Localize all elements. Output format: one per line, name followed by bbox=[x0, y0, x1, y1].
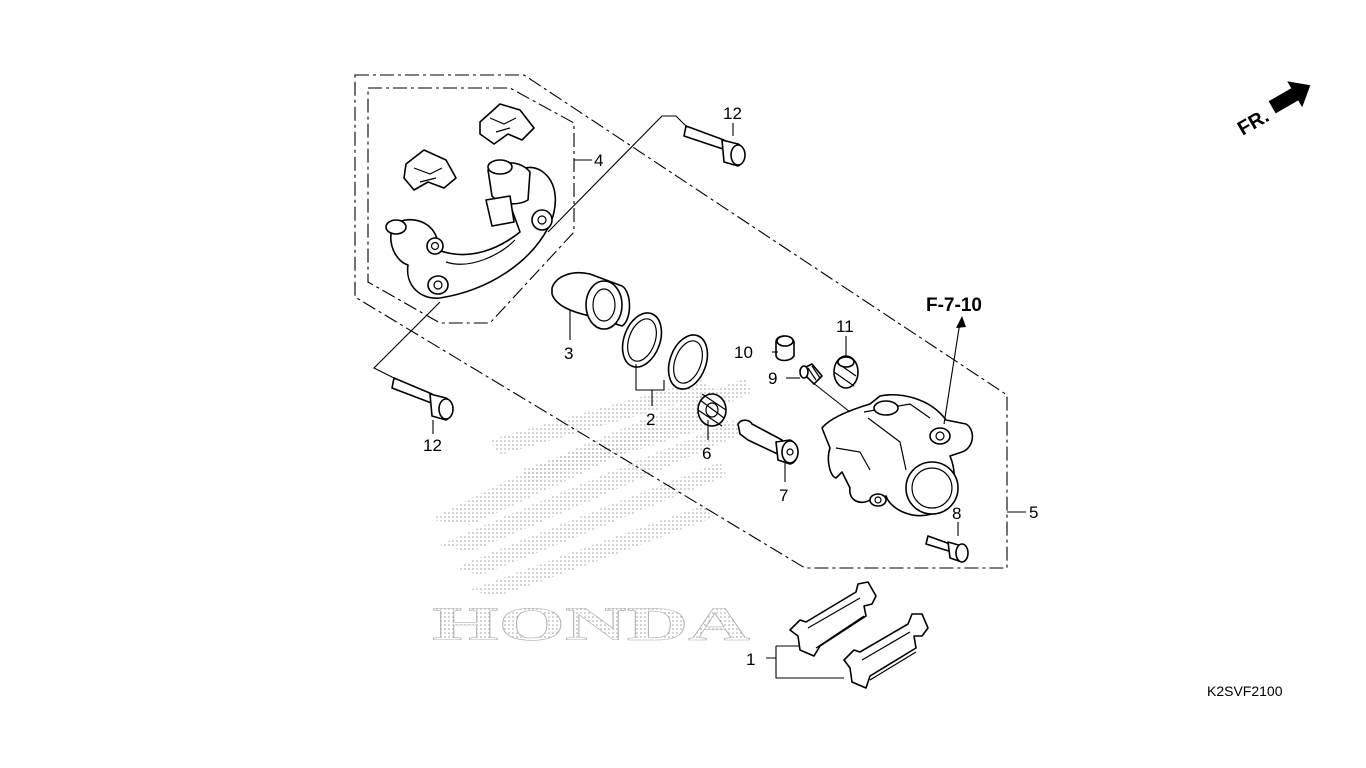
assembly-outline-5 bbox=[354, 74, 1008, 569]
callout-9: 9 bbox=[768, 369, 777, 388]
brake-pads bbox=[789, 581, 929, 689]
front-label: FR. bbox=[1234, 105, 1273, 140]
callout-labels: 4 12 12 3 2 6 7 10 9 11 8 5 1 F-7-10 bbox=[423, 104, 1038, 669]
rubber-boot bbox=[833, 355, 859, 389]
pad-spring-clips bbox=[403, 103, 535, 191]
watermark-text: HONDA bbox=[432, 598, 751, 651]
caliper-bracket bbox=[385, 159, 557, 299]
assembly-outline-4 bbox=[367, 87, 575, 324]
callout-5: 5 bbox=[1029, 503, 1038, 522]
front-arrow-icon bbox=[1268, 81, 1311, 114]
honda-watermark: HONDA bbox=[430, 378, 752, 651]
reference-label: F-7-10 bbox=[926, 295, 982, 316]
piston-seals bbox=[621, 312, 709, 390]
callout-11: 11 bbox=[836, 317, 854, 336]
bleeder-cap bbox=[775, 335, 795, 362]
caliper-pin bbox=[737, 419, 799, 465]
caliper-body bbox=[821, 394, 974, 517]
callout-10: 10 bbox=[734, 343, 753, 362]
callout-7: 7 bbox=[779, 486, 788, 505]
callout-2: 2 bbox=[646, 410, 655, 429]
diagram-code: K2SVF2100 bbox=[1207, 683, 1283, 699]
leader-lines bbox=[373, 115, 1026, 679]
reference-arrow-icon bbox=[956, 316, 966, 328]
callout-3: 3 bbox=[564, 344, 573, 363]
bolt-8 bbox=[925, 535, 969, 563]
front-direction-marker: FR. bbox=[1234, 81, 1311, 140]
callout-1: 1 bbox=[746, 650, 755, 669]
callout-12-bottom: 12 bbox=[423, 436, 442, 455]
callout-8: 8 bbox=[952, 504, 961, 523]
bleeder-screw bbox=[799, 363, 823, 385]
piston bbox=[551, 272, 631, 330]
bolt-12-top bbox=[683, 125, 746, 167]
bolt-12-bottom bbox=[391, 377, 454, 421]
pin-boot bbox=[697, 393, 727, 427]
callout-6: 6 bbox=[702, 444, 711, 463]
callout-12-top: 12 bbox=[723, 104, 742, 123]
callout-4: 4 bbox=[594, 151, 603, 170]
